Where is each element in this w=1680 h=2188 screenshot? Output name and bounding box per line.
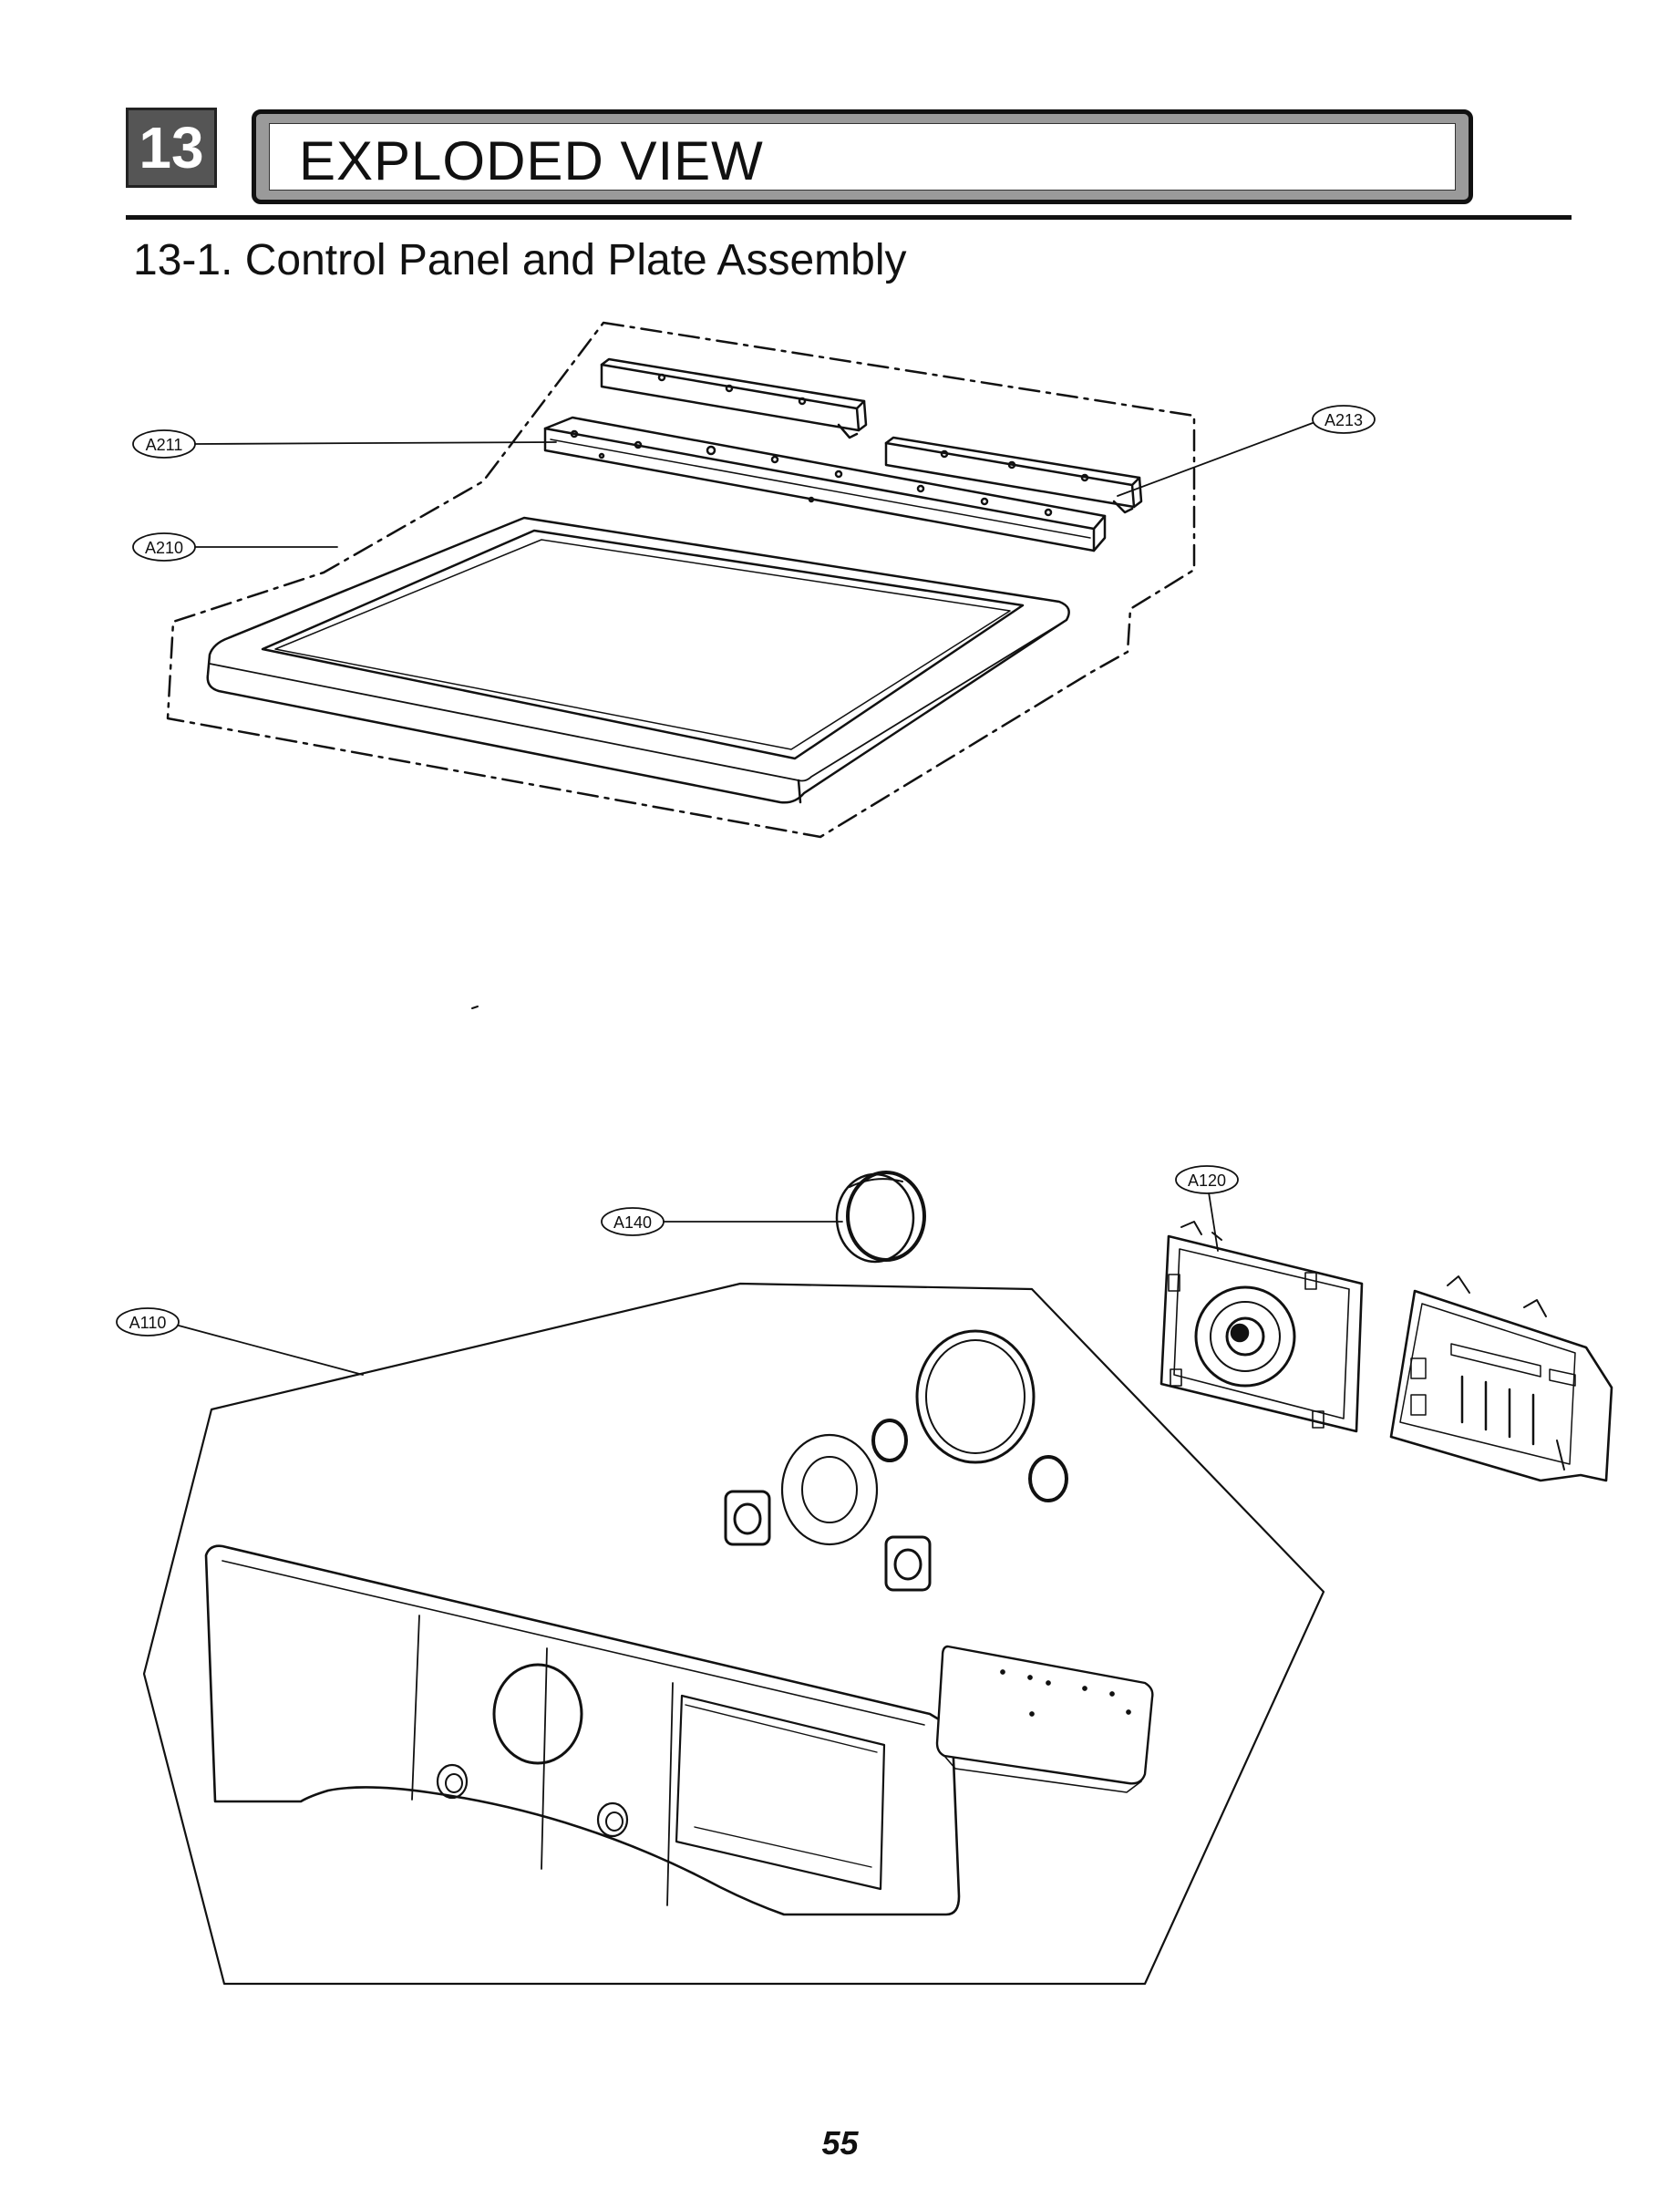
leader-a211 (194, 441, 557, 445)
knob-a140 (835, 1171, 926, 1264)
section-title: EXPLODED VIEW (299, 130, 764, 191)
section-number-badge: 13 (126, 108, 217, 188)
leader-a120 (1208, 1192, 1219, 1252)
svg-text:A210: A210 (145, 539, 183, 557)
ring-trim (915, 1329, 1036, 1464)
button-cap-left (724, 1490, 771, 1546)
svg-text:A213: A213 (1324, 411, 1363, 429)
callout-a211: A211 (132, 429, 196, 459)
section-number: 13 (139, 115, 204, 181)
leader-a110 (178, 1325, 364, 1376)
center-ring (780, 1433, 879, 1546)
control-panel-a110 (204, 1544, 961, 1916)
support-plate-a211 (543, 416, 1107, 552)
bottom-assembly-boundary (142, 1282, 1325, 1986)
callout-a213: A213 (1312, 405, 1376, 434)
knob-bracket-a120 (1160, 1221, 1364, 1433)
callout-a140: A140 (601, 1207, 665, 1236)
display-window (935, 1645, 1154, 1793)
subsection-title: 13-1. Control Panel and Plate Assembly (133, 236, 907, 284)
pcb-board (1389, 1275, 1613, 1482)
top-plate-a210 (206, 516, 1070, 804)
top-assembly-boundary (166, 321, 1196, 839)
button-cap-right (884, 1535, 932, 1592)
svg-text:A120: A120 (1188, 1171, 1226, 1190)
svg-text:A211: A211 (146, 436, 183, 454)
callout-a120: A120 (1175, 1165, 1239, 1194)
page-number: 55 (821, 2124, 859, 2162)
section-title-box: EXPLODED VIEW (252, 109, 1473, 204)
bracket-a213-left (600, 357, 868, 439)
svg-text:A110: A110 (129, 1314, 167, 1332)
small-ring-left (871, 1419, 908, 1462)
leader-a213 (1117, 422, 1314, 497)
callout-a210: A210 (132, 532, 196, 562)
callout-a110: A110 (116, 1307, 180, 1337)
small-ring-right (1028, 1455, 1068, 1502)
bracket-a213-right (884, 436, 1143, 514)
svg-text:A140: A140 (613, 1213, 652, 1232)
header-divider (126, 215, 1572, 220)
